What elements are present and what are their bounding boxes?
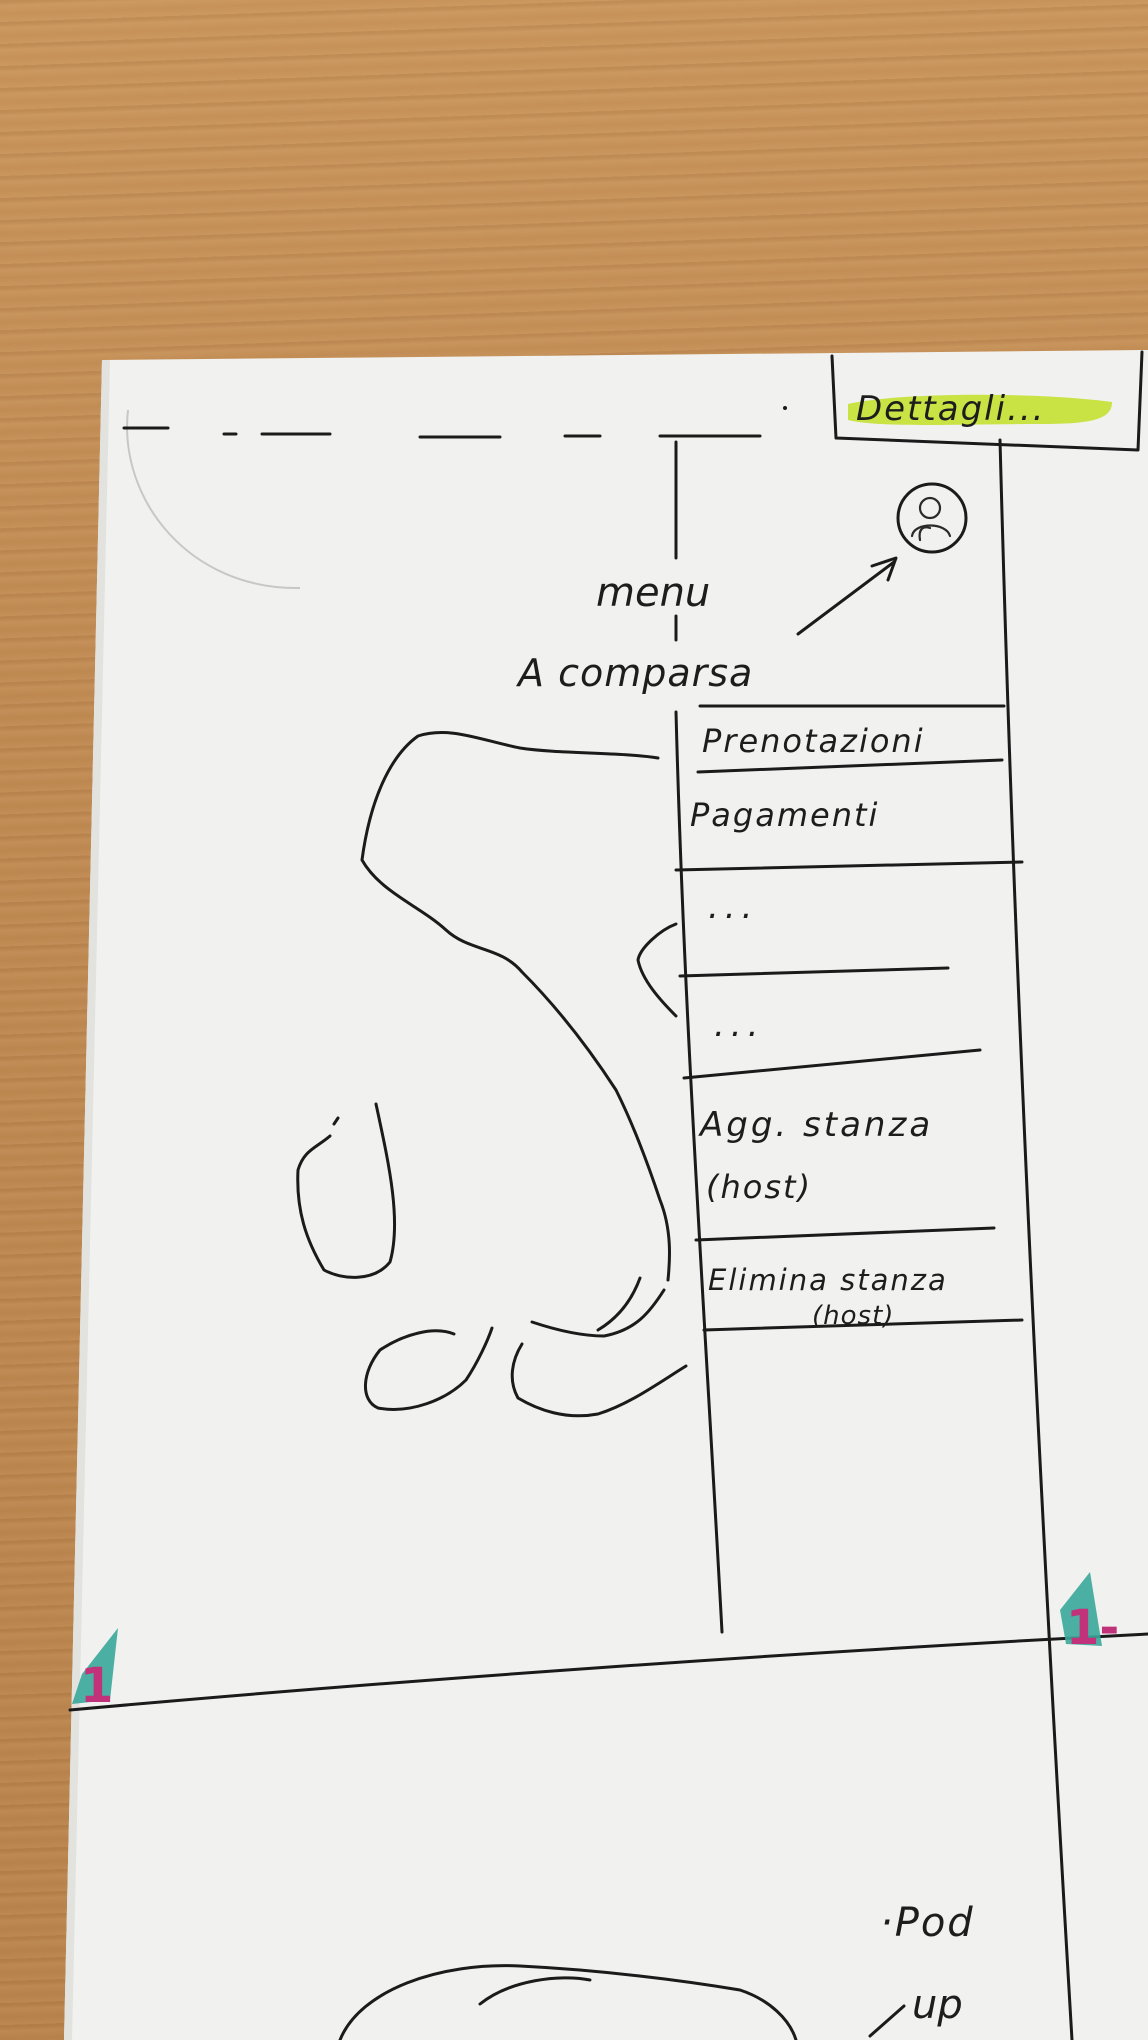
menu-item-label: Prenotazioni — [702, 722, 925, 760]
page-marker-right: 1- — [1060, 1572, 1119, 1656]
details-label: Dettagli... — [856, 389, 1046, 429]
menu-item-placeholder-1[interactable]: ... — [708, 887, 758, 927]
lower-sketch — [338, 1964, 906, 2040]
paper-shadow — [64, 360, 110, 2040]
pencil-arc — [126, 409, 301, 590]
menu-item-label: ... — [714, 1005, 764, 1045]
annotation-line-1: menu — [596, 570, 710, 616]
dashed-header-line — [122, 406, 787, 439]
lower-note-line-2: up — [912, 1982, 963, 2028]
details-button[interactable]: Dettagli... — [830, 350, 1144, 452]
menu-item-prenotazioni[interactable]: Prenotazioni — [702, 722, 925, 760]
page-marker-left-label: 1 — [80, 1658, 113, 1714]
menu-item-label-line-1: Agg. stanza — [698, 1105, 933, 1145]
menu-separators — [674, 704, 1024, 1332]
menu-item-label-line-1: Elimina stanza — [708, 1263, 948, 1297]
page-marker-right-label: 1- — [1066, 1600, 1119, 1656]
menu-item-pagamenti[interactable]: Pagamenti — [690, 796, 879, 834]
italy-map-sketch — [296, 731, 688, 1418]
paper-sheet — [64, 350, 1148, 2040]
highlighter-mark — [848, 394, 1112, 425]
menu-item-label: Pagamenti — [690, 796, 879, 834]
annotation-line-2: A comparsa — [515, 651, 753, 695]
right-column-line — [998, 438, 1074, 2040]
menu-left-border — [674, 710, 724, 1634]
menu-item-add-room[interactable]: Agg. stanza (host) — [698, 1105, 933, 1206]
page-divider-line — [68, 1632, 1148, 1712]
menu-item-label-line-2: (host) — [812, 1301, 894, 1331]
page-marker-left: 1 — [72, 1628, 118, 1714]
menu-item-delete-room[interactable]: Elimina stanza (host) — [708, 1263, 948, 1331]
menu-item-label: ... — [708, 887, 758, 927]
lower-note-line-1: ·Pod — [880, 1900, 975, 1946]
menu-item-placeholder-2[interactable]: ... — [714, 1005, 764, 1045]
annotation-arrow — [796, 556, 898, 636]
menu-item-label-line-2: (host) — [706, 1168, 812, 1206]
user-circle-icon[interactable] — [896, 482, 968, 554]
